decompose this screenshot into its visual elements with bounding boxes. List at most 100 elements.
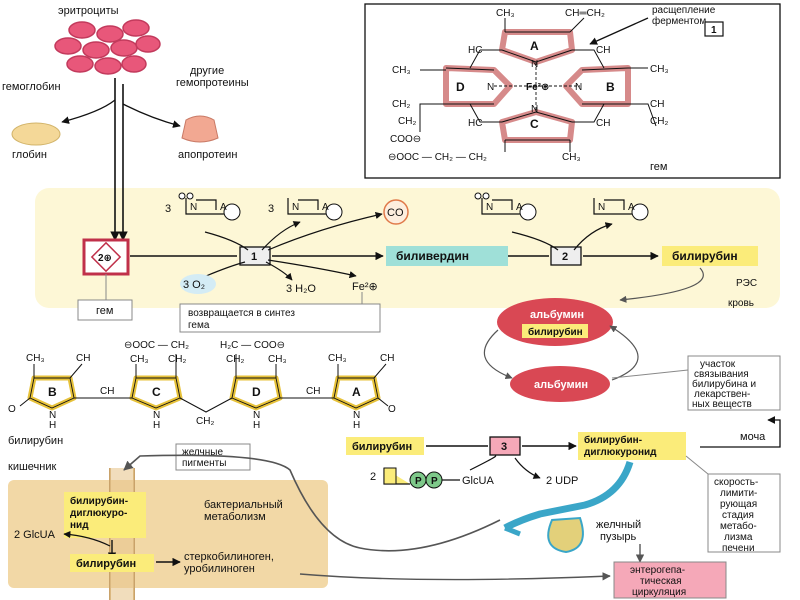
bili-ch-bridge-1: CH <box>100 386 114 397</box>
bilirubin-to-albumin-arrow <box>619 267 704 303</box>
heme-ch3-left: CH₃ <box>392 65 411 76</box>
erythrocytes-label: эритроциты <box>58 5 119 17</box>
co-out-curve <box>267 211 383 251</box>
apoprotein-shape <box>181 115 219 143</box>
co-label: CO <box>387 207 404 219</box>
bile-duct-end <box>504 525 521 537</box>
rate-limiting-box <box>707 473 781 553</box>
heme-hc-top-left: HC <box>468 45 482 56</box>
other-hemoproteins-label-1: другие <box>190 65 224 77</box>
rate-label-2: лимити- <box>720 488 757 499</box>
o2-label: 3 O₂ <box>183 279 205 291</box>
intestine-panel <box>8 480 328 588</box>
bilirubin-label: билирубин <box>672 249 738 263</box>
phosphate-1: P <box>415 476 422 487</box>
pyrrole-3-a: A <box>516 202 523 213</box>
fe2-label: Fe²⊕ <box>352 281 378 293</box>
bili-ring-d: D <box>252 385 261 399</box>
rate-label-3: рующая <box>720 499 757 510</box>
intestine-digluc-1: билирубин- <box>70 495 128 507</box>
pyrrole-4-a: A <box>628 202 635 213</box>
udp-label: 2 UDP <box>546 475 578 487</box>
pyrroles-out-curve-2 <box>573 222 613 251</box>
bili-ch3-d: CH₃ <box>268 354 287 365</box>
heme-ch-bottom-right: CH <box>596 118 610 129</box>
bili-ch-top-2: CH <box>380 353 394 364</box>
heme-coo-left: COO⊖ <box>390 134 421 145</box>
gallbladder-shape <box>547 516 584 554</box>
heme-ring-d: D <box>456 80 465 94</box>
rate-label-6: лизма <box>724 532 753 543</box>
heme-fe-badge: 2⊕ <box>98 253 112 264</box>
step-1-label: 1 <box>251 251 257 263</box>
heme-ring-b: B <box>606 80 615 94</box>
albumin-bilirubin-box <box>522 324 588 338</box>
rate-leader <box>685 455 709 475</box>
step-2-label: 2 <box>562 251 568 263</box>
heme-ch2-vinyl: CH₂ <box>650 116 668 127</box>
albumin-1-label: альбумин <box>530 309 584 321</box>
heme-structure-label: гем <box>650 161 667 173</box>
cleavage-step: 1 <box>711 25 717 36</box>
enterohepatic-box <box>613 561 727 599</box>
blood-label: кровь <box>728 298 754 309</box>
heme-ch-vinyl: CH <box>650 99 664 110</box>
bilirubin-structure-label: билирубин <box>8 435 63 447</box>
biliverdin-label: биливердин <box>396 249 469 263</box>
albumin-bilirubin-label: билирубин <box>528 326 583 338</box>
bacterial-label-2: метаболизм <box>204 511 266 523</box>
heme-porphyrin-structure <box>419 17 657 152</box>
step-3-label: 3 <box>501 441 507 453</box>
binding-label-1: участок <box>700 359 736 370</box>
bacterial-label-1: бактериальный <box>204 499 283 511</box>
pyrrole-3-n: N <box>486 202 493 213</box>
biliverdin-box <box>386 246 508 266</box>
heme-box <box>77 299 133 321</box>
heme-n-bottom: N <box>531 104 538 115</box>
liver-bilirubin-label: билирубин <box>352 441 412 453</box>
globin-label: глобин <box>12 149 47 161</box>
digluc-label-2: диглюкуронид <box>584 447 657 458</box>
returns-label-1: возвращается в синтез <box>188 308 295 319</box>
heme-vinyl-top: CH═CH₂ <box>565 8 605 19</box>
binding-label-5: ных веществ <box>692 399 752 410</box>
entero-label-3: циркуляция <box>632 587 686 598</box>
bili-ring-a: A <box>352 385 361 399</box>
other-hemoproteins-label-2: гемопротеины <box>176 77 249 89</box>
step-3-box <box>489 436 521 456</box>
globin-shape <box>11 122 61 146</box>
hemoglobin-label: гемоглобин <box>2 81 61 93</box>
to-globin-arrow <box>61 99 116 124</box>
heme-n-right: N <box>575 82 582 93</box>
gallbladder-label-1: желчный <box>596 519 641 531</box>
bili-ch2-top: CH₂ <box>168 354 186 365</box>
glcua-out-arrow <box>63 530 111 547</box>
bili-h-2: H <box>153 420 160 431</box>
heme-hc-bottom-left: HC <box>468 118 482 129</box>
heme-ch3-right: CH₃ <box>650 64 669 75</box>
binding-leader <box>611 369 689 379</box>
intestine-bilirubin-box <box>70 554 154 572</box>
rate-label-4: стадия <box>722 510 754 521</box>
albumin-2-shape <box>510 366 610 402</box>
fe-out-curve <box>267 259 357 279</box>
entero-label-2: тическая <box>640 576 682 587</box>
heme-n-top: N <box>531 59 538 70</box>
h2o-out-curve <box>265 261 293 281</box>
step-2-box <box>550 246 582 266</box>
liver-bilirubin-box <box>346 437 424 455</box>
bili-ch2-top-b: CH₂ <box>226 354 244 365</box>
pyrrole-2-a: A <box>322 202 329 213</box>
glcua-2-label: 2 GlcUA <box>14 529 56 541</box>
udp-glcua-count: 2 <box>370 471 376 483</box>
erythrocytes-cluster <box>54 19 161 75</box>
sterco-label-1: стеркобилиноген, <box>184 551 274 563</box>
cleavage-label-1: расщепление <box>652 5 716 16</box>
enterohepatic-arrow <box>299 572 611 581</box>
rate-label-7: печени <box>722 543 755 554</box>
bili-o-left: O <box>8 404 16 415</box>
intestine-digluc-box <box>64 492 146 538</box>
digluc-label-1: билирубин- <box>584 434 642 446</box>
albumin-2-label: альбумин <box>534 379 588 391</box>
